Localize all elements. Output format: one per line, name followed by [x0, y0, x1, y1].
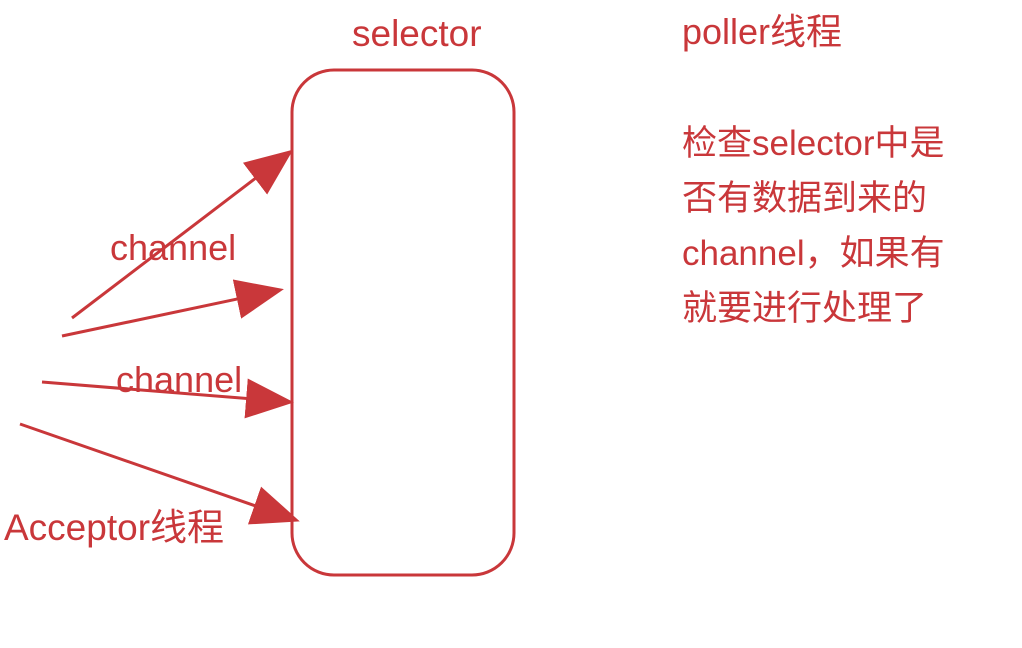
poller-description-line: 就要进行处理了	[682, 289, 928, 328]
arrow-channel-3	[41, 378, 294, 419]
poller-description-line: channel，如果有	[682, 234, 945, 273]
acceptor-thread-label: Acceptor线程	[4, 507, 225, 548]
selector-box	[290, 68, 516, 577]
arrow-channel-1	[71, 149, 294, 320]
selector-label: selector	[352, 13, 482, 54]
poller-thread-title: poller线程	[682, 11, 843, 52]
poller-description-line: 否有数据到来的	[682, 179, 928, 218]
arrow-channel-2	[61, 279, 284, 338]
poller-description: 检查selector中是 否有数据到来的 channel，如果有 就要进行处理了	[682, 116, 945, 336]
channel-label: channel	[116, 359, 243, 400]
channel-label: channel	[110, 227, 237, 268]
poller-description-line: 检查selector中是	[682, 124, 945, 163]
arrow-channel-4	[19, 422, 300, 525]
